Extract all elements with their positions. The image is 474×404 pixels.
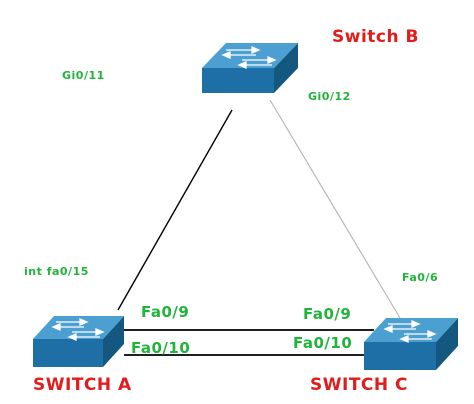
switch-c-icon bbox=[364, 318, 458, 370]
switch-b-label: Switch B bbox=[332, 27, 419, 47]
switch-a-icon bbox=[33, 316, 124, 367]
port-label-a-link2: Fa0/10 bbox=[131, 339, 191, 357]
port-label-b-right: Gi0/12 bbox=[308, 90, 351, 103]
switch-a-label: SWITCH A bbox=[33, 375, 132, 395]
port-label-a-top: int fa0/15 bbox=[24, 265, 89, 278]
port-label-c-top: Fa0/6 bbox=[402, 271, 439, 284]
switch-c-label: SWITCH C bbox=[310, 375, 409, 395]
link-b-c bbox=[269, 99, 401, 319]
port-label-c-link2: Fa0/10 bbox=[293, 334, 353, 352]
port-label-c-link1: Fa0/9 bbox=[303, 305, 352, 323]
link-a-b bbox=[117, 109, 233, 311]
port-label-a-link1: Fa0/9 bbox=[141, 303, 190, 321]
port-label-b-left: Gi0/11 bbox=[62, 69, 105, 82]
switch-b-icon bbox=[202, 43, 298, 93]
